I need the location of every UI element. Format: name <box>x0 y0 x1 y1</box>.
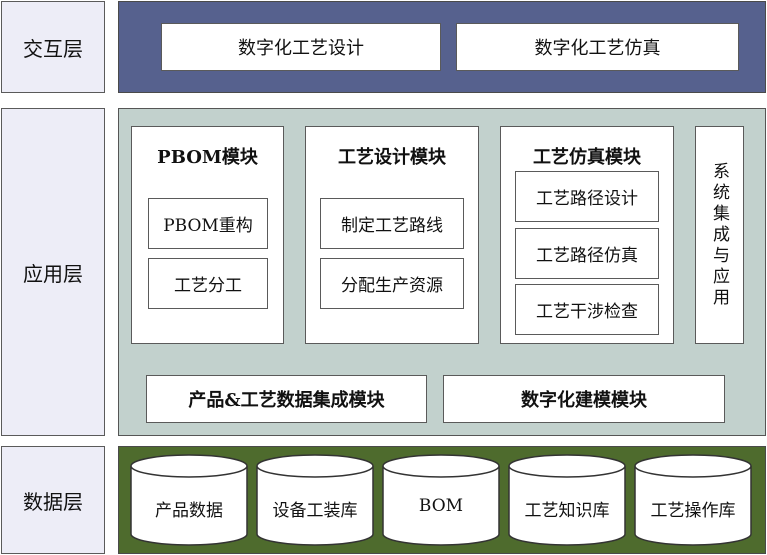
digital-modeling-module: 数字化建模模块 <box>443 375 725 423</box>
system-integration-box: 系统集成与应用 <box>695 126 744 344</box>
database-icon-process-operation <box>634 454 752 546</box>
pbom-item-restructure: PBOM重构 <box>148 198 268 249</box>
design-item-route: 制定工艺路线 <box>320 198 464 249</box>
database-label-product-data: 产品数据 <box>155 501 223 521</box>
database-icon-process-knowledge <box>508 454 626 546</box>
database-icon-equipment-tooling <box>256 454 374 546</box>
layer-label-data: 数据层 <box>1 446 105 554</box>
product-process-data-integration-module: 产品&工艺数据集成模块 <box>146 375 427 423</box>
design-item-resources: 分配生产资源 <box>320 258 464 309</box>
database-label-equipment-tooling: 设备工装库 <box>272 501 358 521</box>
layer-label-application: 应用层 <box>1 108 105 436</box>
process-design-module-title: 工艺设计模块 <box>338 147 446 168</box>
pbom-item-division: 工艺分工 <box>148 258 268 309</box>
process-simulation-module-title: 工艺仿真模块 <box>533 147 641 168</box>
pbom-module-title: PBOM模块 <box>157 147 258 168</box>
interaction-item-digital-process-design: 数字化工艺设计 <box>161 23 441 71</box>
database-label-process-knowledge: 工艺知识库 <box>524 501 610 521</box>
simulation-item-path-simulation: 工艺路径仿真 <box>515 228 659 279</box>
simulation-item-interference-check: 工艺干涉检查 <box>515 284 659 335</box>
interaction-item-digital-process-simulation: 数字化工艺仿真 <box>456 23 739 71</box>
layer-label-interaction: 交互层 <box>1 1 105 93</box>
database-icon-product-data <box>130 454 248 546</box>
simulation-item-path-design: 工艺路径设计 <box>515 171 659 222</box>
database-label-bom: BOM <box>418 496 464 516</box>
database-label-process-operation: 工艺操作库 <box>650 501 736 521</box>
database-icon-bom <box>382 454 500 546</box>
